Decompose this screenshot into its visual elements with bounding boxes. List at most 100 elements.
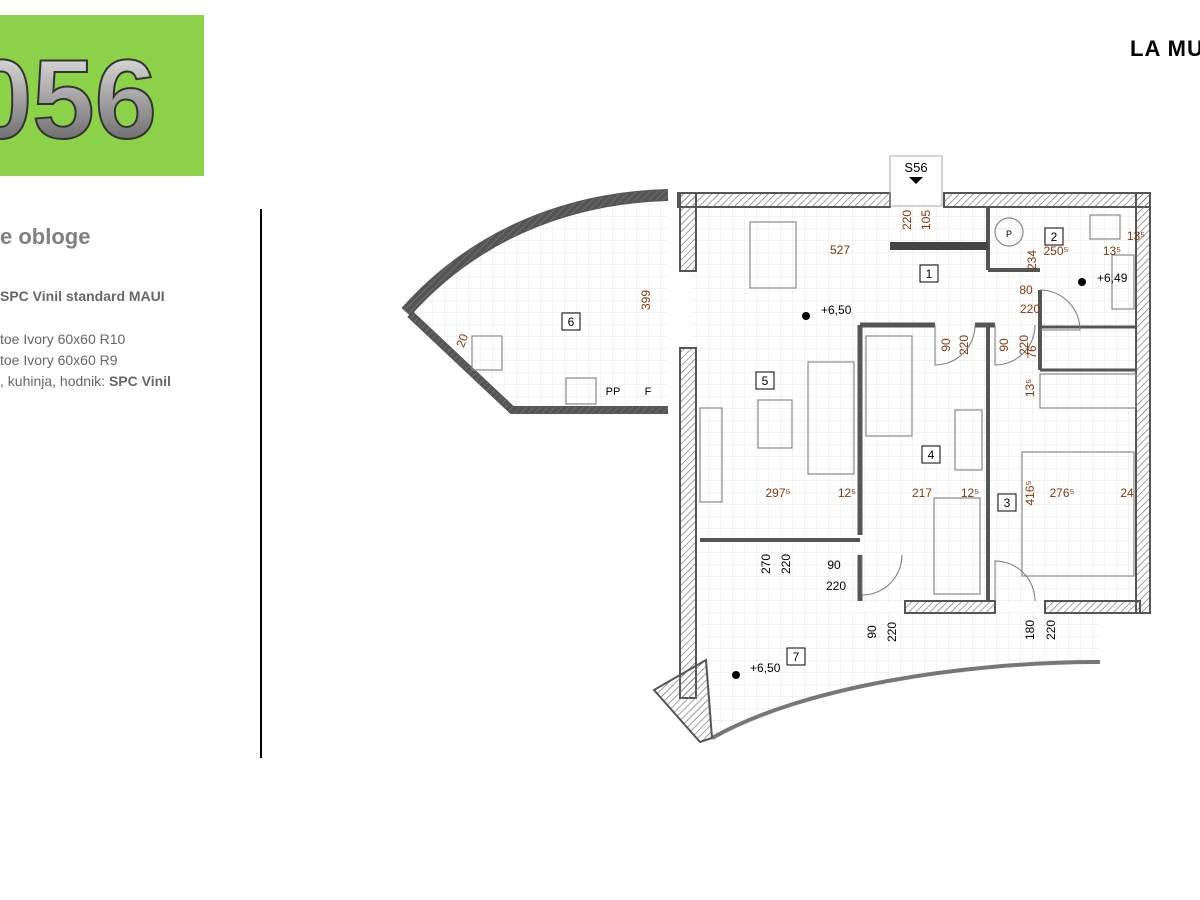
left-wall-upper xyxy=(679,192,697,272)
loggia-diagonal-wall-hatch xyxy=(407,311,668,413)
unit-number-badge: 056 xyxy=(0,15,204,176)
toilet xyxy=(1089,214,1121,240)
cooktop xyxy=(471,335,503,371)
room-7-label: 7 xyxy=(793,650,800,664)
furniture xyxy=(471,214,1137,595)
dim-2975: 297⁵ xyxy=(766,486,791,500)
wardrobe-room4 xyxy=(954,409,983,471)
dim-90d: 90 xyxy=(865,625,879,639)
finish-line-2: toe Ivory 60x60 R10 xyxy=(0,331,126,347)
level-marker-3-symbol xyxy=(732,671,740,679)
fixture-p: P xyxy=(1006,229,1012,239)
shower-circle xyxy=(994,217,1024,247)
loggia-curved-wall-hatch xyxy=(402,190,669,316)
dim-2505: 250⁵ xyxy=(1044,244,1069,258)
dim-220d: 220 xyxy=(1017,335,1031,355)
entrance: S56 xyxy=(889,155,988,250)
vertical-divider xyxy=(260,209,262,758)
dim-4165: 416⁵ xyxy=(1023,480,1037,505)
sofa xyxy=(807,361,855,475)
level-marker-2: +6,49 xyxy=(1097,271,1128,285)
dim-76: 76 xyxy=(1025,345,1039,359)
right-wall xyxy=(1135,192,1151,614)
loggia-floor xyxy=(410,203,668,408)
doors xyxy=(861,289,1081,602)
top-wall-left xyxy=(677,192,891,208)
room-3-box xyxy=(997,493,1017,512)
floor-plan: S56 1 2 3 4 5 6 7 PP F P +6,50 +6,49 +6,… xyxy=(401,155,1151,744)
level-marker-1: +6,50 xyxy=(821,303,852,317)
entrance-label: S56 xyxy=(904,160,927,175)
room-6-label: 6 xyxy=(568,315,575,329)
dim-220b: 220 xyxy=(1020,302,1040,316)
room-labels: 1 2 3 4 5 6 7 xyxy=(561,227,1064,666)
dim-220h: 220 xyxy=(1044,620,1058,640)
finish-line-4-prefix: , kuhinja, hodnik: xyxy=(0,373,109,389)
room-5-label: 5 xyxy=(762,374,769,388)
dim-90a: 90 xyxy=(939,338,953,352)
bathtub xyxy=(1111,254,1135,310)
bottom-wall-bedroom xyxy=(904,600,996,614)
room-1-label: 1 xyxy=(926,267,933,281)
dim-220f: 220 xyxy=(826,579,846,593)
dim-125b: 12⁵ xyxy=(961,486,979,500)
terrace-floor xyxy=(700,548,1100,740)
dimensions: 527 399 20 220 105 250⁵ 13⁵ 13⁵ 234 80 2… xyxy=(453,210,1145,506)
unit-number: 056 xyxy=(0,37,157,162)
door-bathroom xyxy=(1039,289,1081,331)
terrace-curved-edge xyxy=(711,660,1101,740)
top-wall-right xyxy=(943,192,1151,208)
brand-name: LA MU xyxy=(1130,36,1200,61)
dim-234: 234 xyxy=(1025,250,1039,270)
room-2-box xyxy=(1044,227,1064,246)
dim-217: 217 xyxy=(912,486,932,500)
level-marker-3: +6,50 xyxy=(750,661,781,675)
entrance-box xyxy=(889,155,943,207)
fixture-labels: PP F P xyxy=(606,229,1012,398)
finish-line-4: , kuhinja, hodnik: SPC Vinil xyxy=(0,373,171,389)
dim-2765: 276⁵ xyxy=(1050,486,1075,500)
double-bed xyxy=(1021,451,1135,577)
dim-90b: 90 xyxy=(997,338,1011,352)
desk xyxy=(865,335,913,437)
left-wall-lower xyxy=(679,347,697,699)
dim-220e: 220 xyxy=(779,554,793,574)
finishes-title: e obloge xyxy=(0,224,91,249)
room-4-label: 4 xyxy=(928,448,935,462)
tv-unit xyxy=(699,407,723,503)
finish-line-4-bold: SPC Vinil xyxy=(108,373,171,389)
finish-line-3: toe Ivory 60x60 R9 xyxy=(0,352,118,368)
dim-20: 20 xyxy=(453,332,471,350)
entrance-arrow xyxy=(909,177,923,184)
dim-180: 180 xyxy=(1023,620,1037,640)
wardrobe-room3 xyxy=(1039,373,1137,409)
dim-220g: 220 xyxy=(885,622,899,642)
walls xyxy=(401,189,1151,744)
dim-135a: 13⁵ xyxy=(1103,244,1121,258)
level-marker-2-symbol xyxy=(1078,278,1086,286)
dim-80: 80 xyxy=(1019,283,1033,297)
entrance-caption-bar xyxy=(890,242,988,250)
level-markers: +6,50 +6,49 +6,50 xyxy=(732,271,1128,679)
dim-527: 527 xyxy=(830,243,850,257)
room-5-box xyxy=(755,371,775,390)
room-4-box xyxy=(921,445,941,464)
door-room3-bottom xyxy=(994,560,1036,602)
terrace-left-edge xyxy=(652,658,714,744)
door-room3 xyxy=(994,324,1036,366)
dim-135b: 13⁵ xyxy=(1127,229,1145,243)
fixture-pp: PP xyxy=(606,386,621,398)
dimensions-black: 270 220 90 220 90 220 180 220 xyxy=(759,554,1058,642)
door-room4-bottom xyxy=(861,554,903,596)
room-7-box xyxy=(786,647,806,666)
finish-line-1-text: SPC Vinil standard MAUI xyxy=(0,288,165,304)
dim-220a: 220 xyxy=(900,210,914,230)
dim-270: 270 xyxy=(759,554,773,574)
room-1-box xyxy=(919,264,939,283)
dining-table xyxy=(749,221,797,289)
dim-135c: 13⁵ xyxy=(1023,379,1037,397)
room-6-box xyxy=(561,312,581,331)
kitchen-sink xyxy=(565,377,597,405)
dim-125a: 12⁵ xyxy=(838,486,856,500)
bed-room4 xyxy=(933,497,981,595)
